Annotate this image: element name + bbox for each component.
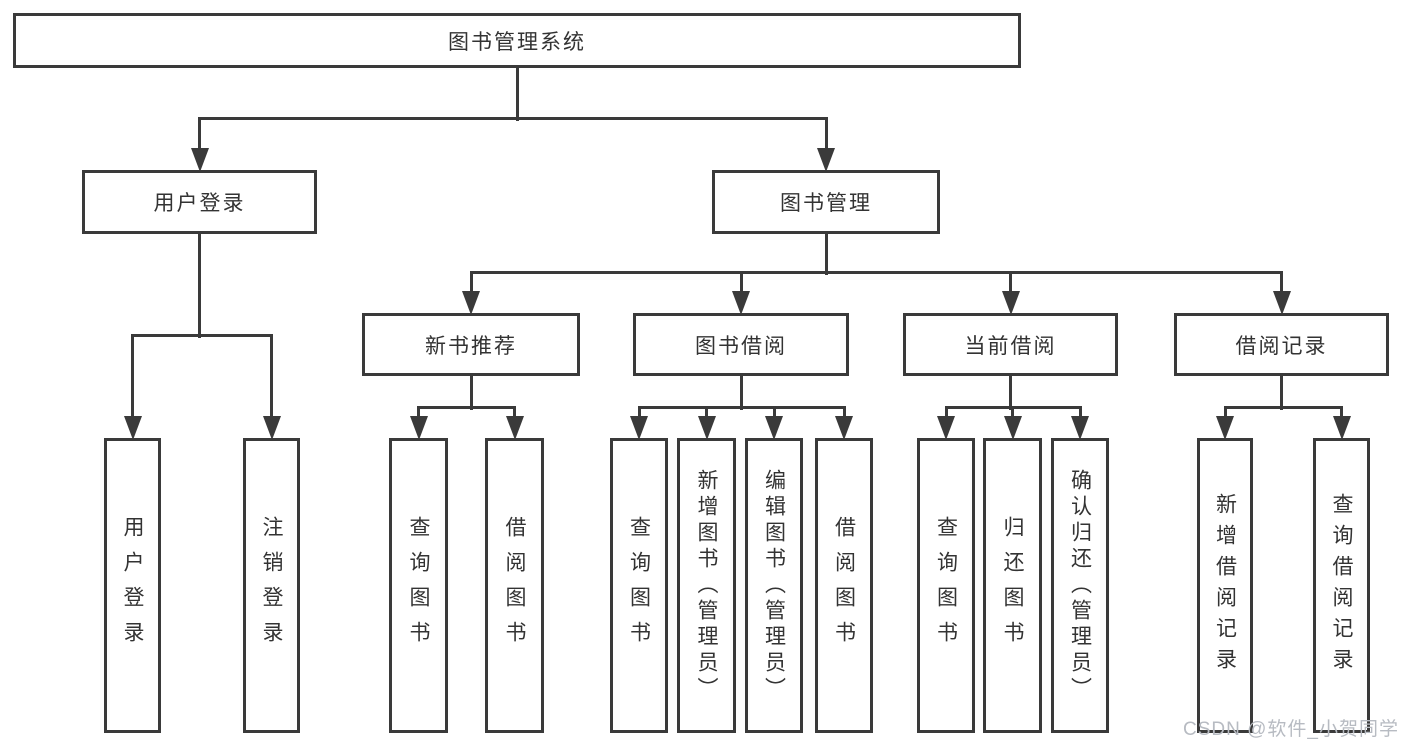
arrowhead-down-logout-leaf (262, 416, 281, 440)
arrowhead-down-query-books-1 (409, 416, 428, 440)
connector-trunk-book-borrow (739, 375, 743, 410)
node-query-books-2: 查询图书 (610, 438, 668, 733)
node-borrow-records: 借阅记录 (1174, 313, 1389, 376)
node-label: 用户登录 (121, 515, 144, 656)
node-new-book-rec: 新书推荐 (362, 313, 580, 376)
connector-stem-query-borrow-record (1340, 407, 1343, 420)
node-label: 归还图书 (1001, 515, 1024, 656)
connector-trunk-book-mgmt (824, 233, 828, 275)
connector-stem-add-book-admin (705, 407, 708, 420)
node-label: 图书管理 (780, 192, 872, 215)
node-current-borrow: 当前借阅 (903, 313, 1118, 376)
arrowhead-down-user-login-leaf (123, 416, 142, 440)
node-query-books-3: 查询图书 (917, 438, 975, 733)
node-label: 当前借阅 (964, 334, 1057, 358)
node-label: 查询图书 (627, 515, 651, 656)
arrowhead-down-add-borrow-record (1216, 416, 1234, 440)
node-confirm-return-admin: 确认归还（管理员） (1051, 438, 1109, 733)
node-label: 图书管理系统 (448, 30, 586, 54)
node-logout-leaf: 注销登录 (243, 438, 300, 733)
connector-stem-query-books-3 (944, 407, 948, 420)
connector-bracket-borrow-records (1223, 405, 1343, 409)
arrowhead-down-edit-book-admin (765, 416, 783, 440)
arrowhead-down-current-borrow (1001, 291, 1020, 315)
watermark: CSDN @软件_小贺同学 (1183, 719, 1399, 740)
node-add-book-admin: 新增图书（管理员） (677, 438, 736, 733)
node-user-login: 用户登录 (82, 170, 317, 234)
node-label: 新增图书（管理员） (695, 468, 718, 703)
arrowhead-down-borrow-books-2 (835, 416, 853, 440)
arrowhead-down-confirm-return-admin (1071, 416, 1089, 440)
node-edit-book-admin: 编辑图书（管理员） (745, 438, 803, 733)
arrowhead-down-query-borrow-record (1332, 416, 1351, 440)
connector-bracket-book-mgmt (469, 270, 1283, 274)
arrowhead-down-query-books-3 (937, 416, 955, 440)
connector-stem-logout-leaf (270, 335, 273, 420)
connector-stem-borrow-records (1280, 272, 1283, 295)
arrowhead-down-add-book-admin (697, 416, 716, 440)
connector-trunk-new-book-rec (469, 375, 473, 410)
node-label: 编辑图书（管理员） (762, 468, 786, 703)
connector-stem-current-borrow (1009, 272, 1012, 295)
arrowhead-down-borrow-books-1 (505, 416, 524, 440)
arrowhead-down-book-borrow (732, 291, 750, 315)
node-label: 图书借阅 (695, 334, 787, 358)
node-user-login-leaf: 用户登录 (104, 438, 161, 733)
node-root: 图书管理系统 (13, 13, 1021, 68)
connector-trunk-borrow-records (1280, 375, 1283, 410)
arrowhead-down-query-books-2 (630, 416, 648, 440)
connector-stem-query-books-1 (417, 407, 420, 420)
node-label: 借阅图书 (503, 515, 526, 656)
connector-stem-query-books-2 (637, 407, 641, 420)
connector-bracket-book-borrow (637, 405, 846, 409)
node-book-borrow: 图书借阅 (633, 313, 849, 376)
connector-stem-user-login (198, 118, 201, 152)
connector-stem-return-book (1011, 407, 1014, 420)
arrowhead-down-return-book (1003, 416, 1022, 440)
connector-bracket-root (198, 116, 828, 120)
connector-stem-edit-book-admin (772, 407, 776, 420)
node-label: 用户登录 (153, 192, 246, 215)
connector-bracket-new-book-rec (417, 405, 516, 409)
arrowhead-down-book-mgmt (817, 148, 835, 172)
connector-bracket-user-login (131, 333, 273, 337)
arrowhead-down-new-book-rec (462, 291, 480, 315)
node-label: 新书推荐 (425, 334, 517, 358)
connector-stem-new-book-rec (469, 272, 473, 295)
node-borrow-books-2: 借阅图书 (815, 438, 873, 733)
node-query-books-1: 查询图书 (389, 438, 448, 733)
node-label: 确认归还（管理员） (1068, 468, 1092, 703)
connector-stem-borrow-books-2 (842, 407, 846, 420)
node-label: 借阅记录 (1235, 334, 1328, 358)
connector-trunk-user-login (198, 233, 201, 338)
connector-stem-add-borrow-record (1223, 407, 1227, 420)
node-label: 新增借阅记录 (1213, 492, 1237, 679)
connector-stem-confirm-return-admin (1078, 407, 1082, 420)
node-query-borrow-record: 查询借阅记录 (1313, 438, 1370, 733)
arrowhead-down-borrow-records (1272, 291, 1291, 315)
node-book-mgmt: 图书管理 (712, 170, 940, 234)
arrowhead-down-user-login (190, 148, 209, 172)
connector-trunk-root (515, 67, 519, 121)
connector-stem-borrow-books-1 (513, 407, 516, 420)
node-borrow-books-1: 借阅图书 (485, 438, 544, 733)
node-label: 查询图书 (934, 515, 958, 656)
node-return-book: 归还图书 (983, 438, 1042, 733)
node-add-borrow-record: 新增借阅记录 (1197, 438, 1253, 733)
node-label: 查询借阅记录 (1330, 492, 1353, 679)
node-label: 借阅图书 (832, 515, 856, 656)
node-label: 查询图书 (407, 515, 430, 656)
connector-trunk-current-borrow (1009, 375, 1012, 410)
connector-stem-user-login-leaf (131, 335, 134, 420)
node-label: 注销登录 (260, 515, 283, 656)
connector-stem-book-mgmt (824, 118, 828, 152)
connector-stem-book-borrow (739, 272, 743, 295)
